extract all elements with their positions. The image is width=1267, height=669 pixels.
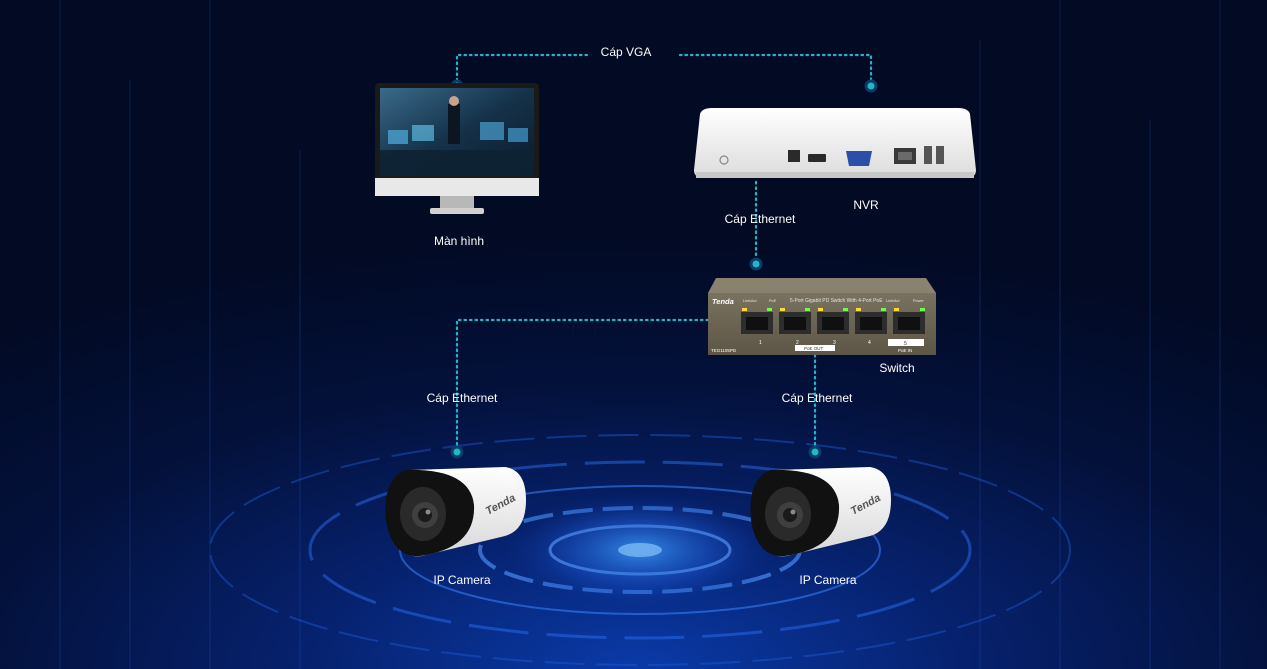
vga-cable-label: Cáp VGA	[600, 45, 652, 59]
switch-link-act-left: Link/Act	[743, 299, 757, 303]
switch-title: 5-Port Gigabit PD Switch With 4-Port PoE	[790, 298, 883, 304]
switch-port-1	[741, 308, 773, 334]
camera-left-label: IP Camera	[433, 573, 491, 587]
switch-port-number-5: 5	[904, 341, 907, 347]
nvr-device-icon	[694, 108, 976, 178]
switch-port5-box	[888, 339, 924, 346]
bullet-camera-icon: Tenda	[385, 467, 526, 557]
monitor-label: Màn hình	[433, 234, 485, 248]
switch-label: Switch	[879, 361, 915, 375]
vga-cable-line	[455, 53, 590, 88]
switch-port-4	[855, 308, 887, 334]
switch-poe-out-label: PoE OUT	[804, 346, 824, 351]
switch-poe-label: PoE	[769, 299, 777, 303]
switch-model-label: TEG1105PD	[711, 348, 737, 353]
poe-switch-icon: Tenda 5-Port Gigabit PD Switch With 4-Po…	[708, 278, 936, 355]
switch-port-2	[779, 308, 811, 334]
switch-link-act-right: Link/Act	[886, 299, 900, 303]
ethernet-nvr-switch-label: Cáp Ethernet	[724, 212, 796, 226]
switch-brand: Tenda	[712, 297, 734, 306]
switch-port-5	[893, 308, 925, 334]
background-rings	[209, 434, 1071, 666]
connectors	[455, 53, 873, 454]
bullet-camera-icon: Tenda	[750, 467, 891, 557]
switch-port-number-1: 1	[759, 340, 762, 346]
switch-port-number-4: 4	[868, 340, 871, 346]
nvr-label: NVR	[853, 198, 879, 212]
camera-right-label: IP Camera	[799, 573, 857, 587]
vga-cable-line-right	[678, 53, 873, 88]
switch-poe-out-box	[795, 345, 835, 351]
background-streaks	[59, 0, 1221, 669]
monitor-icon	[375, 83, 539, 214]
ethernet-left-label: Cáp Ethernet	[426, 391, 498, 405]
switch-poe-in-label: PoE IN	[898, 348, 912, 353]
switch-ports	[741, 308, 925, 334]
switch-port-number-3: 3	[833, 340, 836, 346]
ethernet-left-line	[455, 318, 710, 454]
switch-power-label: Power	[913, 299, 924, 303]
switch-port-number-2: 2	[796, 340, 799, 346]
ethernet-right-label: Cáp Ethernet	[781, 391, 853, 405]
switch-port-3	[817, 308, 849, 334]
